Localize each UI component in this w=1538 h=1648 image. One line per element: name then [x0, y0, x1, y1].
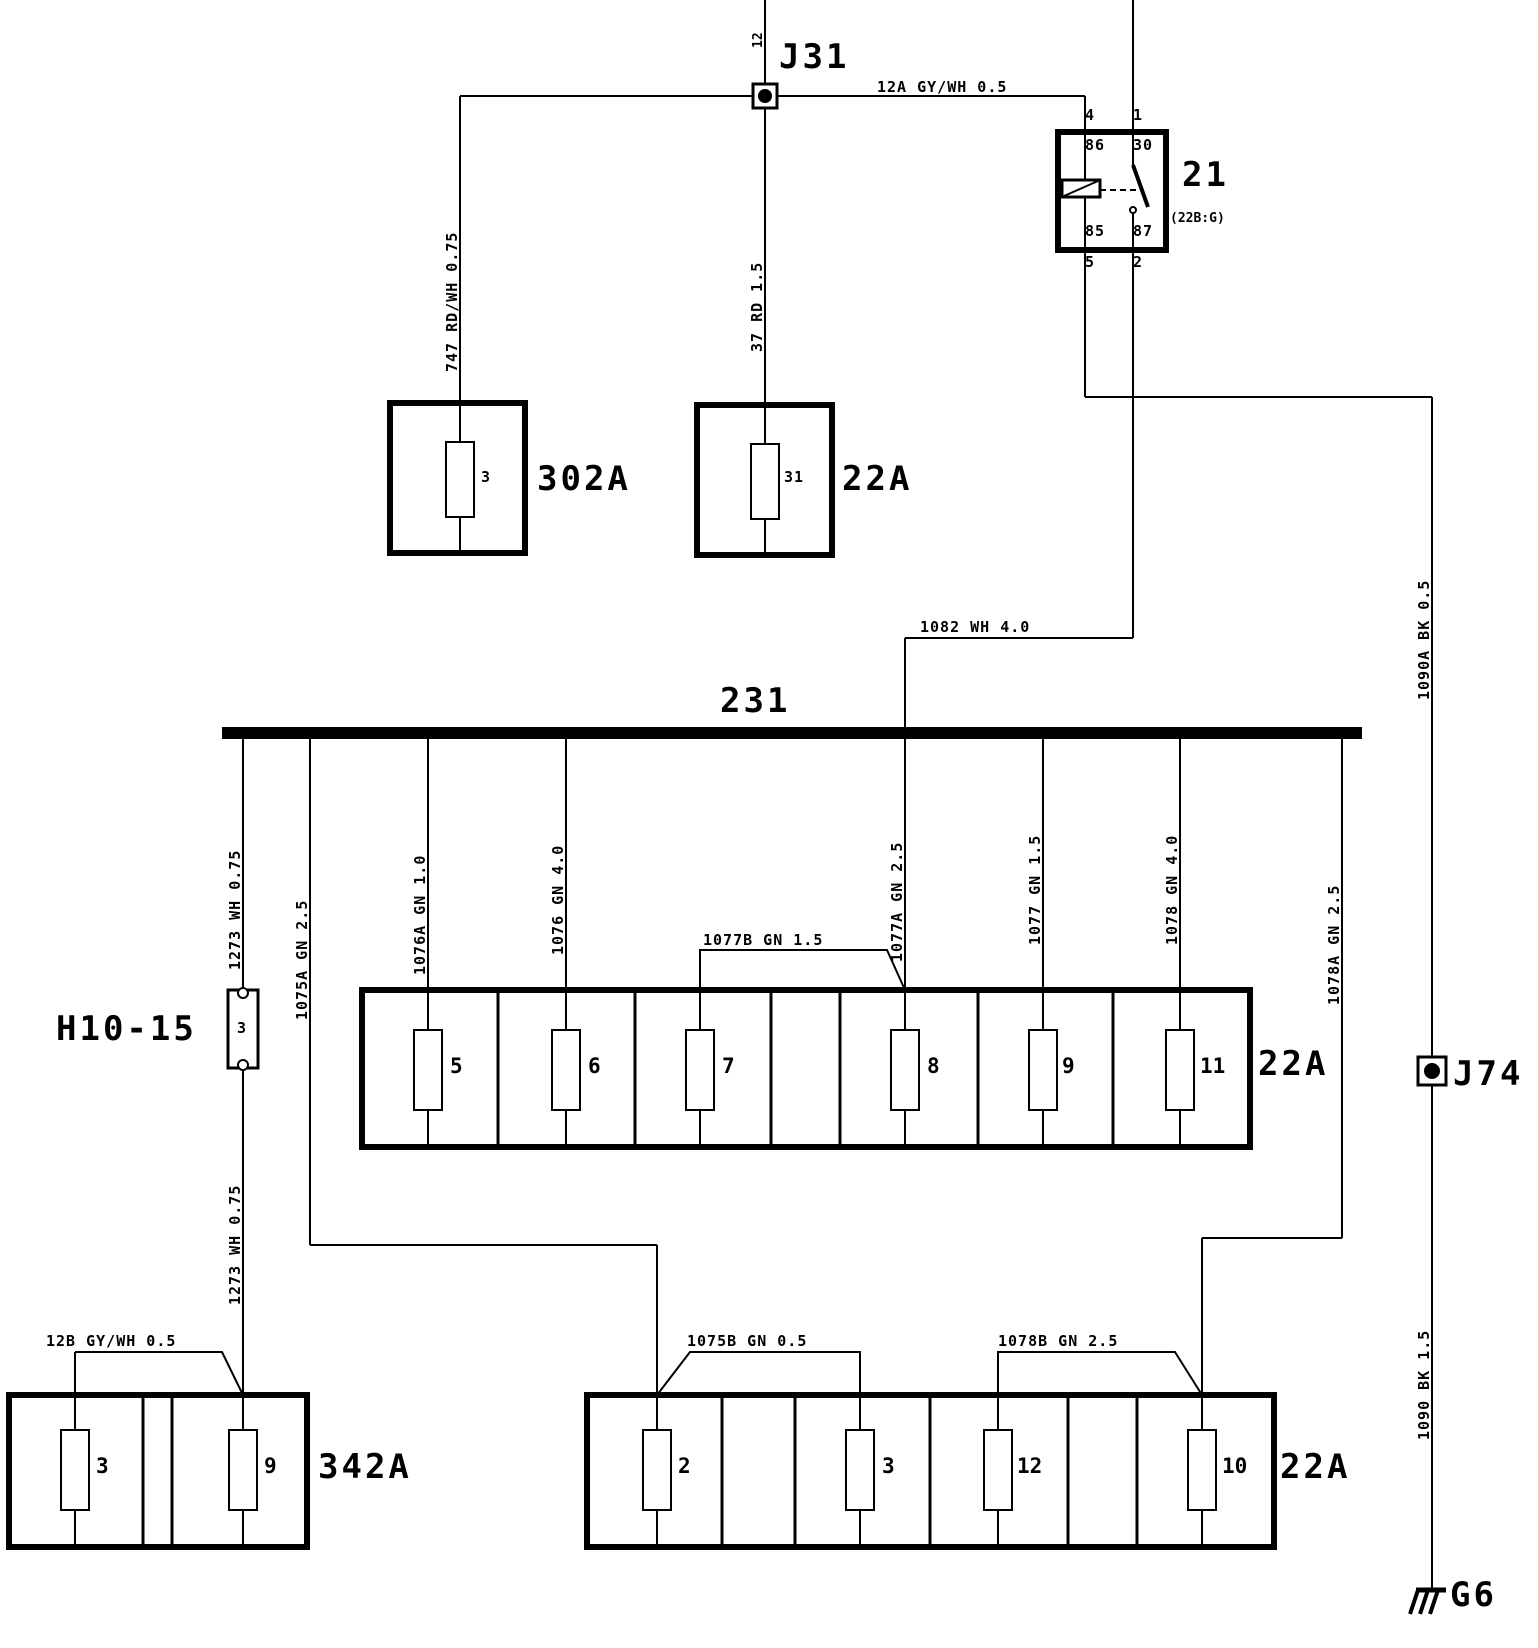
connector-h10-15-label: H10-15 — [56, 1009, 197, 1049]
connector-h10-15-pin-label: 3 — [237, 1019, 247, 1037]
wire-1075b — [656, 1351, 861, 1396]
fuse-342a-9 — [228, 1429, 258, 1511]
j31-dot — [758, 89, 772, 103]
wire-12b — [75, 1351, 244, 1396]
relay-term-87: 87 — [1133, 222, 1153, 240]
fusebox-342a — [6, 1392, 310, 1550]
wire-1273a-label: 1273 WH 0.75 — [226, 850, 244, 970]
wire-747-label: 747 RD/WH 0.75 — [443, 232, 461, 372]
j74-label: J74 — [1453, 1054, 1523, 1094]
relay-coil-slash — [1063, 180, 1099, 197]
relay-contact-dot — [1129, 206, 1137, 214]
relay-label: 21 — [1182, 155, 1229, 195]
fuse-22a-8 — [890, 1029, 920, 1111]
j31-pin-label: 12 — [751, 32, 766, 48]
wire-1077b — [699, 949, 906, 991]
fuse-302a-3-label: 3 — [481, 468, 491, 486]
fuse-22a-31 — [750, 443, 780, 520]
fuse-22a-7-label: 7 — [722, 1054, 735, 1078]
fuse-22a-3 — [845, 1429, 875, 1511]
relay-pin-5: 5 — [1085, 253, 1095, 271]
fuse-22a-12-label: 12 — [1017, 1454, 1042, 1478]
fuse-22a-3-label: 3 — [882, 1454, 895, 1478]
fuse-22a-5-label: 5 — [450, 1054, 463, 1078]
relay-term-85: 85 — [1085, 222, 1105, 240]
fuse-22a-7 — [685, 1029, 715, 1111]
wire-1077-label: 1077 GN 1.5 — [1026, 835, 1044, 945]
wire-1090-label: 1090 BK 1.5 — [1415, 1330, 1433, 1440]
fuse-22a-2 — [642, 1429, 672, 1511]
ground-tick — [1408, 1589, 1420, 1615]
j74-dot — [1424, 1063, 1440, 1079]
wire-1078a-label: 1078A GN 2.5 — [1325, 885, 1343, 1005]
relay-pin-1: 1 — [1133, 106, 1143, 124]
wire-1078b — [997, 1351, 1203, 1396]
j31-label: J31 — [779, 37, 849, 77]
fusebox-22a-middle-label: 22A — [1258, 1044, 1328, 1084]
relay-pin-4: 4 — [1085, 106, 1095, 124]
fusebox-302a — [387, 400, 528, 556]
fusebox-302a-label: 302A — [537, 459, 631, 499]
wire-12a-label: 12A GY/WH 0.5 — [877, 78, 1007, 96]
relay-pin-2: 2 — [1133, 253, 1143, 271]
bus-231-label: 231 — [720, 681, 790, 721]
fuse-22a-6 — [551, 1029, 581, 1111]
fuse-22a-5 — [413, 1029, 443, 1111]
fuse-22a-11 — [1165, 1029, 1195, 1111]
wire-1082-label: 1082 WH 4.0 — [920, 618, 1030, 636]
connector-h10-15-top-pin — [237, 987, 249, 999]
wire-12b-label: 12B GY/WH 0.5 — [46, 1332, 176, 1350]
wire-1076a-label: 1076A GN 1.0 — [411, 855, 429, 975]
fuse-342a-3-label: 3 — [96, 1454, 109, 1478]
fuse-22a-10-label: 10 — [1222, 1454, 1247, 1478]
fuse-22a-6-label: 6 — [588, 1054, 601, 1078]
wire-1078-label: 1078 GN 4.0 — [1163, 835, 1181, 945]
fuse-22a-12 — [983, 1429, 1013, 1511]
ground-g6-label: G6 — [1450, 1575, 1497, 1615]
fuse-22a-11-label: 11 — [1200, 1054, 1225, 1078]
fuse-22a-9-label: 9 — [1062, 1054, 1075, 1078]
fusebox-342a-label: 342A — [318, 1447, 412, 1487]
fuse-22a-31-label: 31 — [784, 468, 804, 486]
wire-1077b-label: 1077B GN 1.5 — [703, 931, 823, 949]
fusebox-22a-bottom-label: 22A — [1280, 1447, 1350, 1487]
ground-tick — [1418, 1589, 1430, 1615]
fuse-342a-3 — [60, 1429, 90, 1511]
fusebox-22a-middle — [359, 987, 1253, 1150]
wire-1078b-label: 1078B GN 2.5 — [998, 1332, 1118, 1350]
fusebox-22a-top-label: 22A — [842, 459, 912, 499]
fuse-22a-2-label: 2 — [678, 1454, 691, 1478]
wire-1077a-label: 1077A GN 2.5 — [888, 842, 906, 962]
fuse-22a-8-label: 8 — [927, 1054, 940, 1078]
wire-1075a-label: 1075A GN 2.5 — [293, 900, 311, 1020]
wire-1273b-label: 1273 WH 0.75 — [226, 1185, 244, 1305]
wire-1075b-label: 1075B GN 0.5 — [687, 1332, 807, 1350]
relay-switch-arm — [1131, 164, 1150, 208]
wire-37-label: 37 RD 1.5 — [748, 262, 766, 352]
fuse-302a-3 — [445, 441, 475, 518]
relay-term-30: 30 — [1133, 136, 1153, 154]
fuse-22a-10 — [1187, 1429, 1217, 1511]
ground-tick — [1428, 1589, 1440, 1615]
fuse-22a-9 — [1028, 1029, 1058, 1111]
connector-h10-15-bottom-pin — [237, 1059, 249, 1071]
wire-1076-label: 1076 GN 4.0 — [549, 845, 567, 955]
connector-h10-15 — [226, 988, 260, 1070]
wire-1090a-label: 1090A BK 0.5 — [1415, 580, 1433, 700]
fuse-342a-9-label: 9 — [264, 1454, 277, 1478]
relay-ref-label: (22B:G) — [1170, 211, 1225, 226]
relay-term-86: 86 — [1085, 136, 1105, 154]
